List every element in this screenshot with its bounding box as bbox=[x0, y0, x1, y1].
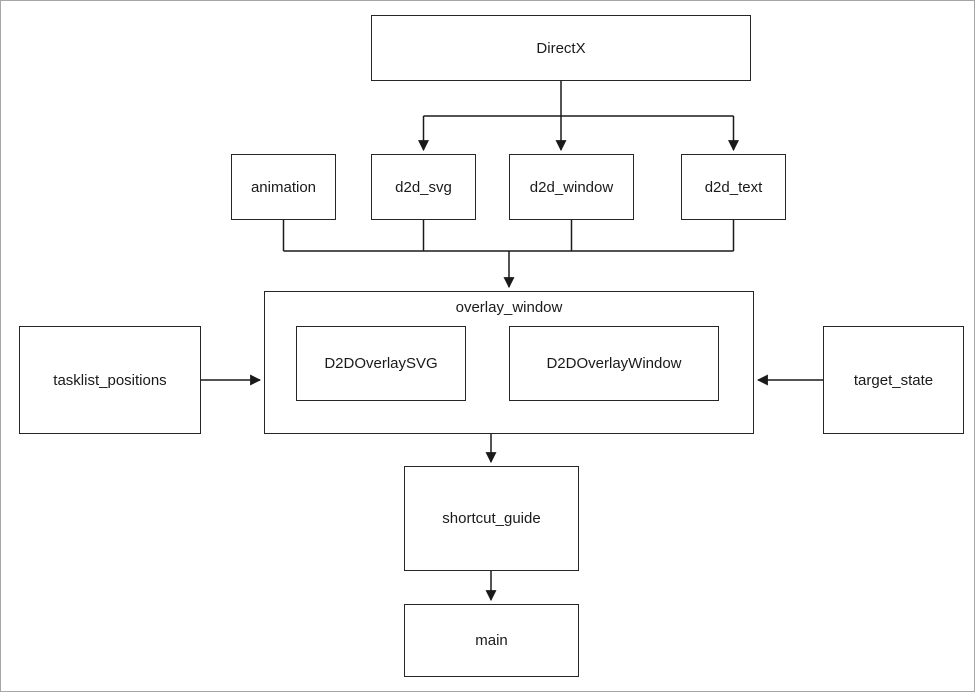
node-d2doverlaywindow: D2DOverlayWindow bbox=[509, 326, 719, 401]
node-d2d-window: d2d_window bbox=[509, 154, 634, 220]
node-directx: DirectX bbox=[371, 15, 751, 81]
node-d2d-svg: d2d_svg bbox=[371, 154, 476, 220]
edge-directx-fanout bbox=[418, 81, 739, 152]
node-d2d-window-label: d2d_window bbox=[529, 178, 614, 196]
node-animation: animation bbox=[231, 154, 336, 220]
node-shortcut-guide-label: shortcut_guide bbox=[442, 510, 541, 527]
node-main-label: main bbox=[475, 632, 508, 649]
node-tasklist-positions-label: tasklist_positions bbox=[53, 371, 167, 389]
node-shortcut-guide: shortcut_guide bbox=[404, 466, 579, 571]
node-d2doverlaysvg-label: D2DOverlaySVG bbox=[324, 355, 438, 372]
node-target-state-label: target_state bbox=[853, 371, 934, 389]
node-d2doverlaysvg: D2DOverlaySVG bbox=[296, 326, 466, 401]
edge-row2-merge bbox=[282, 220, 735, 289]
node-d2d-text: d2d_text bbox=[681, 154, 786, 220]
node-d2d-text-label: d2d_text bbox=[704, 178, 763, 196]
node-directx-label: DirectX bbox=[536, 39, 586, 57]
node-overlay-window-label: overlay_window bbox=[455, 299, 563, 316]
node-main: main bbox=[404, 604, 579, 677]
node-d2doverlaywindow-label: D2DOverlayWindow bbox=[546, 355, 682, 372]
node-tasklist-positions: tasklist_positions bbox=[19, 326, 201, 434]
node-target-state: target_state bbox=[823, 326, 964, 434]
node-animation-label: animation bbox=[250, 178, 317, 196]
node-d2d-svg-label: d2d_svg bbox=[395, 178, 452, 196]
